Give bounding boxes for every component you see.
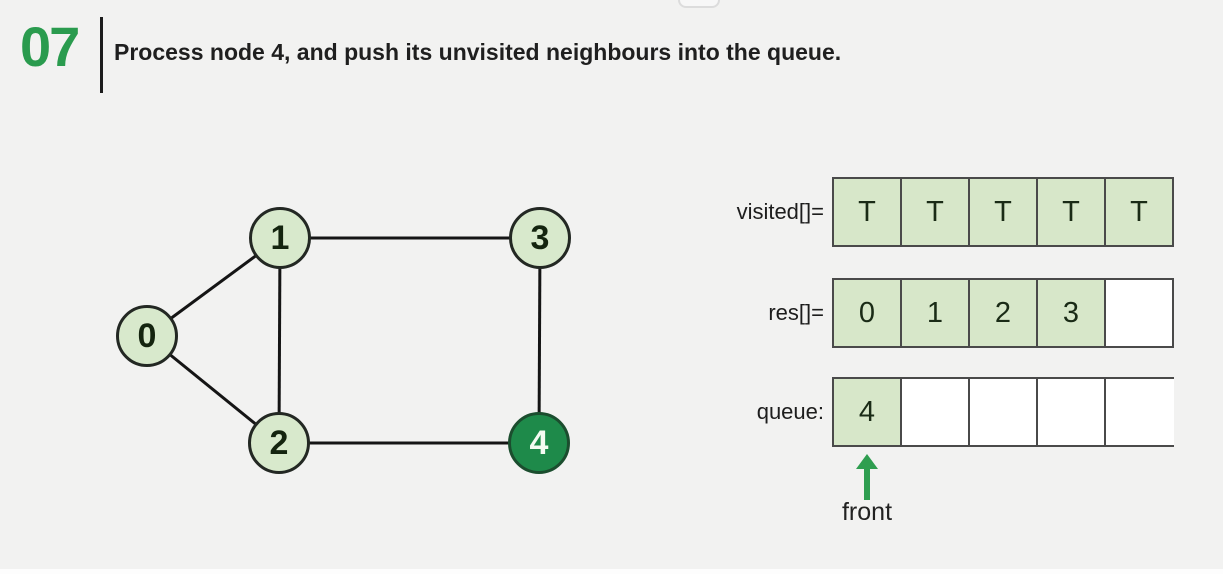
- res-cell-3: 3: [1036, 278, 1106, 348]
- res-cell-0: 0: [832, 278, 902, 348]
- graph-node-2: 2: [248, 412, 310, 474]
- bottom-strip: [0, 569, 1223, 574]
- visited-array: T T T T T: [832, 177, 1174, 247]
- visited-array-label: visited[]=: [736, 199, 824, 224]
- visited-cell-0: T: [832, 177, 902, 247]
- res-cell-4: [1104, 278, 1174, 348]
- res-array-label: res[]=: [768, 300, 824, 325]
- graph-node-4: 4: [508, 412, 570, 474]
- queue-cell-2: [968, 377, 1038, 447]
- header-divider: [100, 17, 103, 93]
- visited-cell-3: T: [1036, 177, 1106, 247]
- res-cell-2: 2: [968, 278, 1038, 348]
- page-title: Process node 4, and push its unvisited n…: [114, 39, 842, 65]
- step-number: 07: [20, 15, 80, 78]
- queue-array-label: queue:: [756, 399, 824, 424]
- top-pill-button[interactable]: [678, 0, 720, 8]
- graph-node-0: 0: [116, 305, 178, 367]
- queue-cell-1: [900, 377, 970, 447]
- visited-cell-2: T: [968, 177, 1038, 247]
- graph-node-1: 1: [249, 207, 311, 269]
- queue-cell-4: [1104, 377, 1174, 447]
- front-arrow-icon: [856, 454, 878, 500]
- queue-array: 4: [832, 377, 1174, 447]
- graph-node-3: 3: [509, 207, 571, 269]
- front-label: front: [841, 498, 893, 526]
- visited-cell-4: T: [1104, 177, 1174, 247]
- res-array: 0 1 2 3: [832, 278, 1174, 348]
- queue-cell-0: 4: [832, 377, 902, 447]
- queue-cell-3: [1036, 377, 1106, 447]
- visited-cell-1: T: [900, 177, 970, 247]
- res-cell-1: 1: [900, 278, 970, 348]
